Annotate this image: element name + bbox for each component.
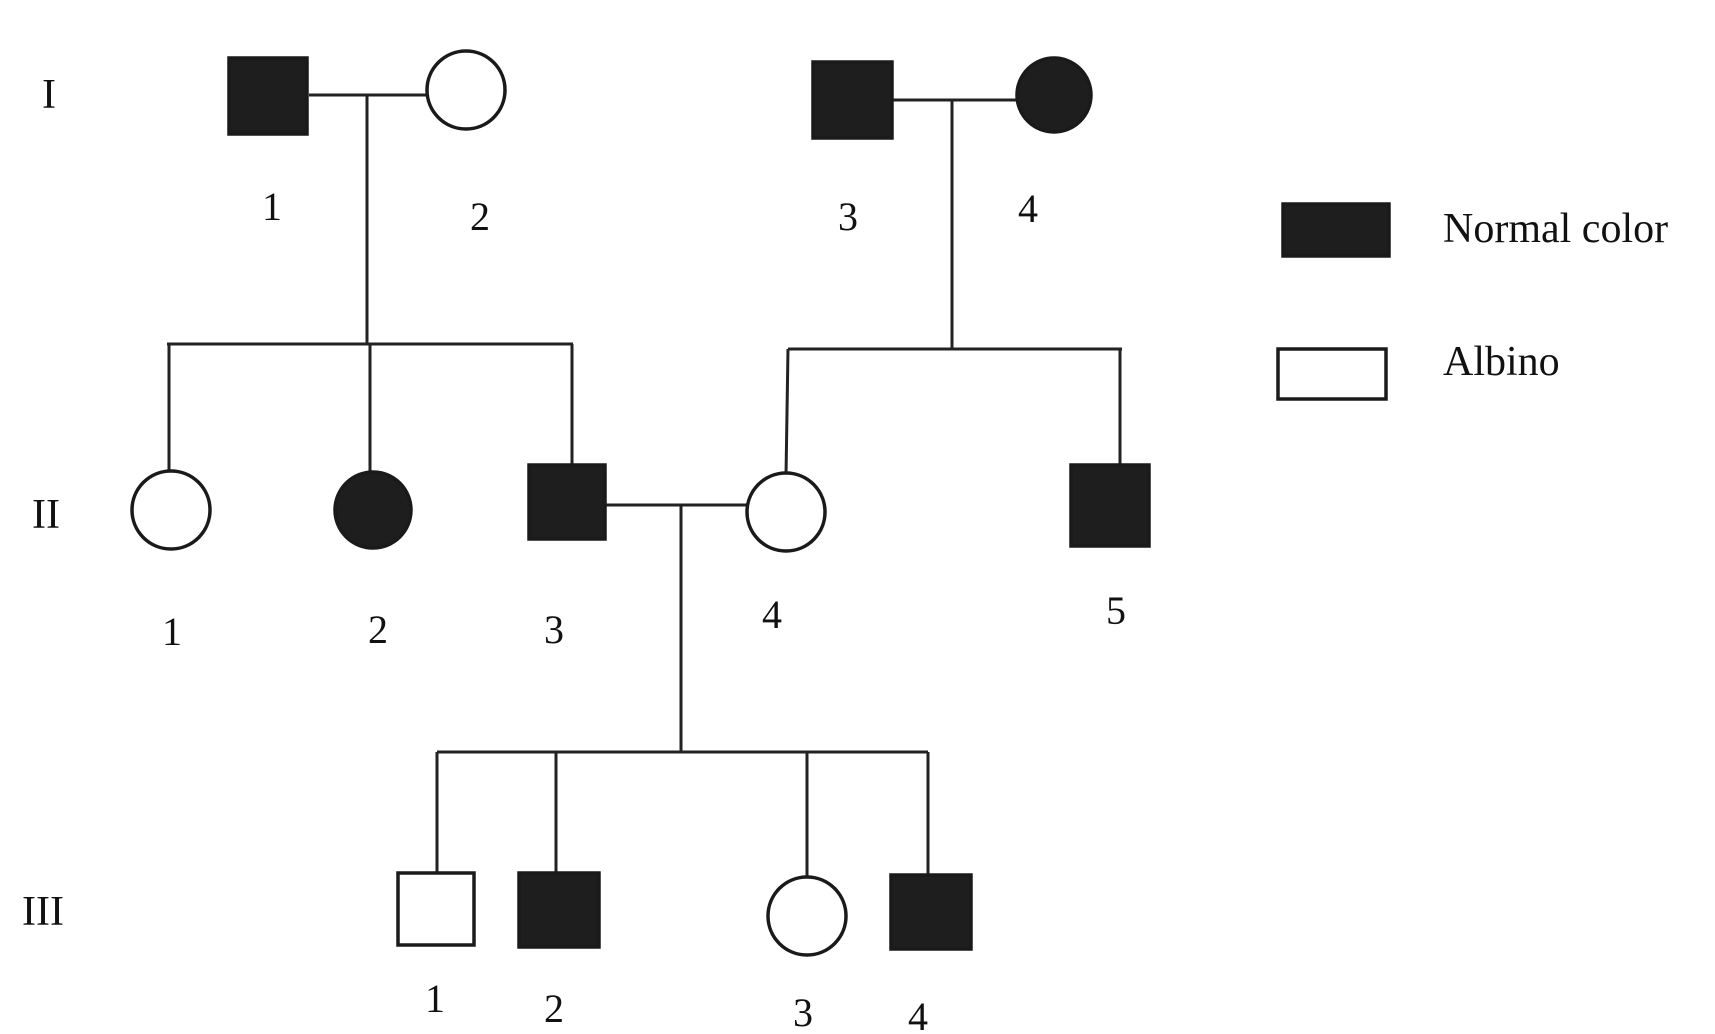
individual-I-2-unaffected-female — [425, 49, 507, 131]
pedigree-lines — [167, 93, 1122, 877]
label-I-1: 1 — [262, 184, 282, 229]
individual-I-1-affected-male — [227, 56, 309, 136]
drop-II4 — [784, 348, 790, 477]
individual-III-2-affected-male — [517, 871, 601, 949]
legend-unaffected-label: Albino — [1443, 339, 1560, 385]
label-II-1: 1 — [162, 609, 182, 654]
generation-label-II: II — [32, 492, 60, 538]
label-III-2: 2 — [544, 986, 564, 1031]
individual-I-3-affected-male — [811, 60, 894, 140]
label-I-2: 2 — [470, 194, 490, 239]
individual-II-2-affected-female — [333, 470, 413, 550]
individual-III-1-unaffected-male — [396, 871, 476, 947]
individual-III-3-unaffected-female — [766, 875, 848, 957]
individual-II-1-unaffected-female — [130, 469, 212, 551]
label-II-4: 4 — [762, 592, 782, 637]
individual-III-4-affected-male — [889, 873, 973, 951]
legend-unaffected-swatch — [1276, 347, 1388, 401]
generation-label-III: III — [22, 889, 64, 935]
label-III-4: 4 — [908, 994, 928, 1034]
legend-affected-label: Normal color — [1443, 206, 1668, 252]
label-II-2: 2 — [368, 607, 388, 652]
label-II-3: 3 — [544, 607, 564, 652]
legend: Normal color Albino — [1276, 202, 1668, 401]
individual-I-4-affected-female — [1015, 56, 1093, 134]
label-III-1: 1 — [425, 976, 445, 1021]
individual-II-3-affected-male — [527, 463, 607, 541]
label-I-4: 4 — [1018, 186, 1038, 231]
label-II-5: 5 — [1106, 588, 1126, 633]
individual-II-4-unaffected-female — [745, 471, 827, 553]
legend-affected-swatch — [1281, 202, 1391, 258]
individual-II-5-affected-male — [1069, 463, 1151, 548]
generation-label-I: I — [42, 72, 56, 118]
label-III-3: 3 — [793, 990, 813, 1034]
label-I-3: 3 — [838, 194, 858, 239]
